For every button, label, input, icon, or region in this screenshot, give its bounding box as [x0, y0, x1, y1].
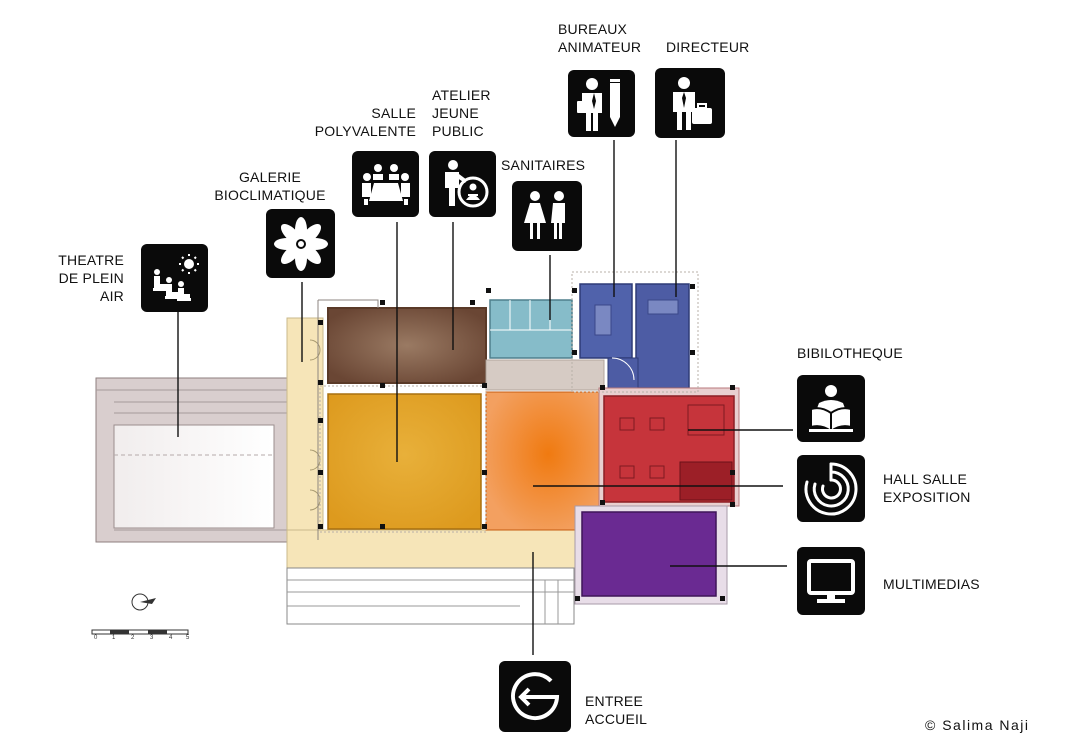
entrance-icon [499, 661, 571, 732]
scale-tick: 1 [112, 635, 116, 641]
fan-icon [266, 209, 335, 278]
label-salle: SALLE POLYVALENTE [290, 104, 416, 140]
bibliotheque-room [598, 387, 740, 507]
label-line: GALERIE [238, 169, 302, 185]
scale-bar [91, 629, 189, 635]
theatre-icon [141, 244, 208, 312]
label-line: BUREAUX [558, 21, 628, 37]
label-entree: ENTREE ACCUEIL [585, 692, 647, 728]
scale-tick: 5 [186, 635, 190, 641]
reading-icon [797, 375, 865, 442]
label-directeur: DIRECTEUR [666, 38, 749, 56]
galerie-area [286, 317, 578, 569]
label-sanitaires: SANITAIRES [501, 156, 585, 174]
scale-tick: 0 [94, 635, 98, 641]
animator-office-icon [568, 70, 635, 137]
label-line: JEUNE [432, 105, 479, 121]
label-line: SALLE [371, 105, 416, 121]
label-line: DE PLEIN [58, 270, 124, 286]
label-bibliotheque: BIBILOTHEQUE [797, 344, 903, 362]
meeting-icon [352, 151, 419, 217]
label-line: BIOCLIMATIQUE [214, 187, 326, 203]
label-hall: HALL SALLE EXPOSITION [883, 470, 971, 506]
label-line: PUBLIC [432, 123, 484, 139]
label-line: POLYVALENTE [314, 123, 416, 139]
label-line: ANIMATEUR [558, 39, 642, 55]
label-line: EXPOSITION [883, 489, 971, 505]
label-line: ATELIER [432, 87, 491, 103]
kids-workshop-icon [429, 151, 496, 217]
entrance-steps [286, 567, 575, 625]
salle-polyvalente-room [327, 393, 482, 530]
copyright: © Salima Naji [925, 717, 1030, 733]
monitor-icon [797, 547, 865, 615]
theatre-area [95, 377, 289, 543]
atelier-room [327, 307, 487, 384]
label-line: BIBILOTHEQUE [797, 345, 903, 361]
scale-tick: 4 [169, 635, 173, 641]
label-galerie: GALERIE BIOCLIMATIQUE [205, 168, 335, 204]
label-line: DIRECTEUR [666, 39, 750, 55]
label-line: THEATRE [58, 252, 124, 268]
label-atelier: ATELIER JEUNE PUBLIC [432, 86, 491, 140]
restroom-icon [512, 181, 582, 251]
label-line: AIR [100, 288, 124, 304]
directeur-room [607, 283, 690, 389]
leader-lines [177, 140, 793, 655]
north-arrow [131, 593, 156, 611]
label-line: ENTREE [585, 693, 643, 709]
label-multimedias: MULTIMEDIAS [883, 575, 980, 593]
label-line: HALL SALLE [883, 471, 967, 487]
corridor [485, 359, 605, 391]
walls [317, 271, 699, 540]
scale-tick: 2 [131, 635, 135, 641]
director-icon [655, 68, 725, 138]
label-line: MULTIMEDIAS [883, 576, 980, 592]
bureaux-room [579, 283, 633, 359]
exhibition-icon [797, 455, 865, 522]
label-line: ACCUEIL [585, 711, 648, 727]
label-line: SANITAIRES [501, 157, 586, 173]
label-bureaux: BUREAUX ANIMATEUR [558, 20, 641, 56]
scale-tick: 3 [150, 635, 154, 641]
sanitaires-room [489, 299, 573, 359]
pillars [318, 284, 735, 601]
label-theatre: THEATRE DE PLEIN AIR [40, 251, 124, 305]
multimedias-room [574, 505, 728, 605]
